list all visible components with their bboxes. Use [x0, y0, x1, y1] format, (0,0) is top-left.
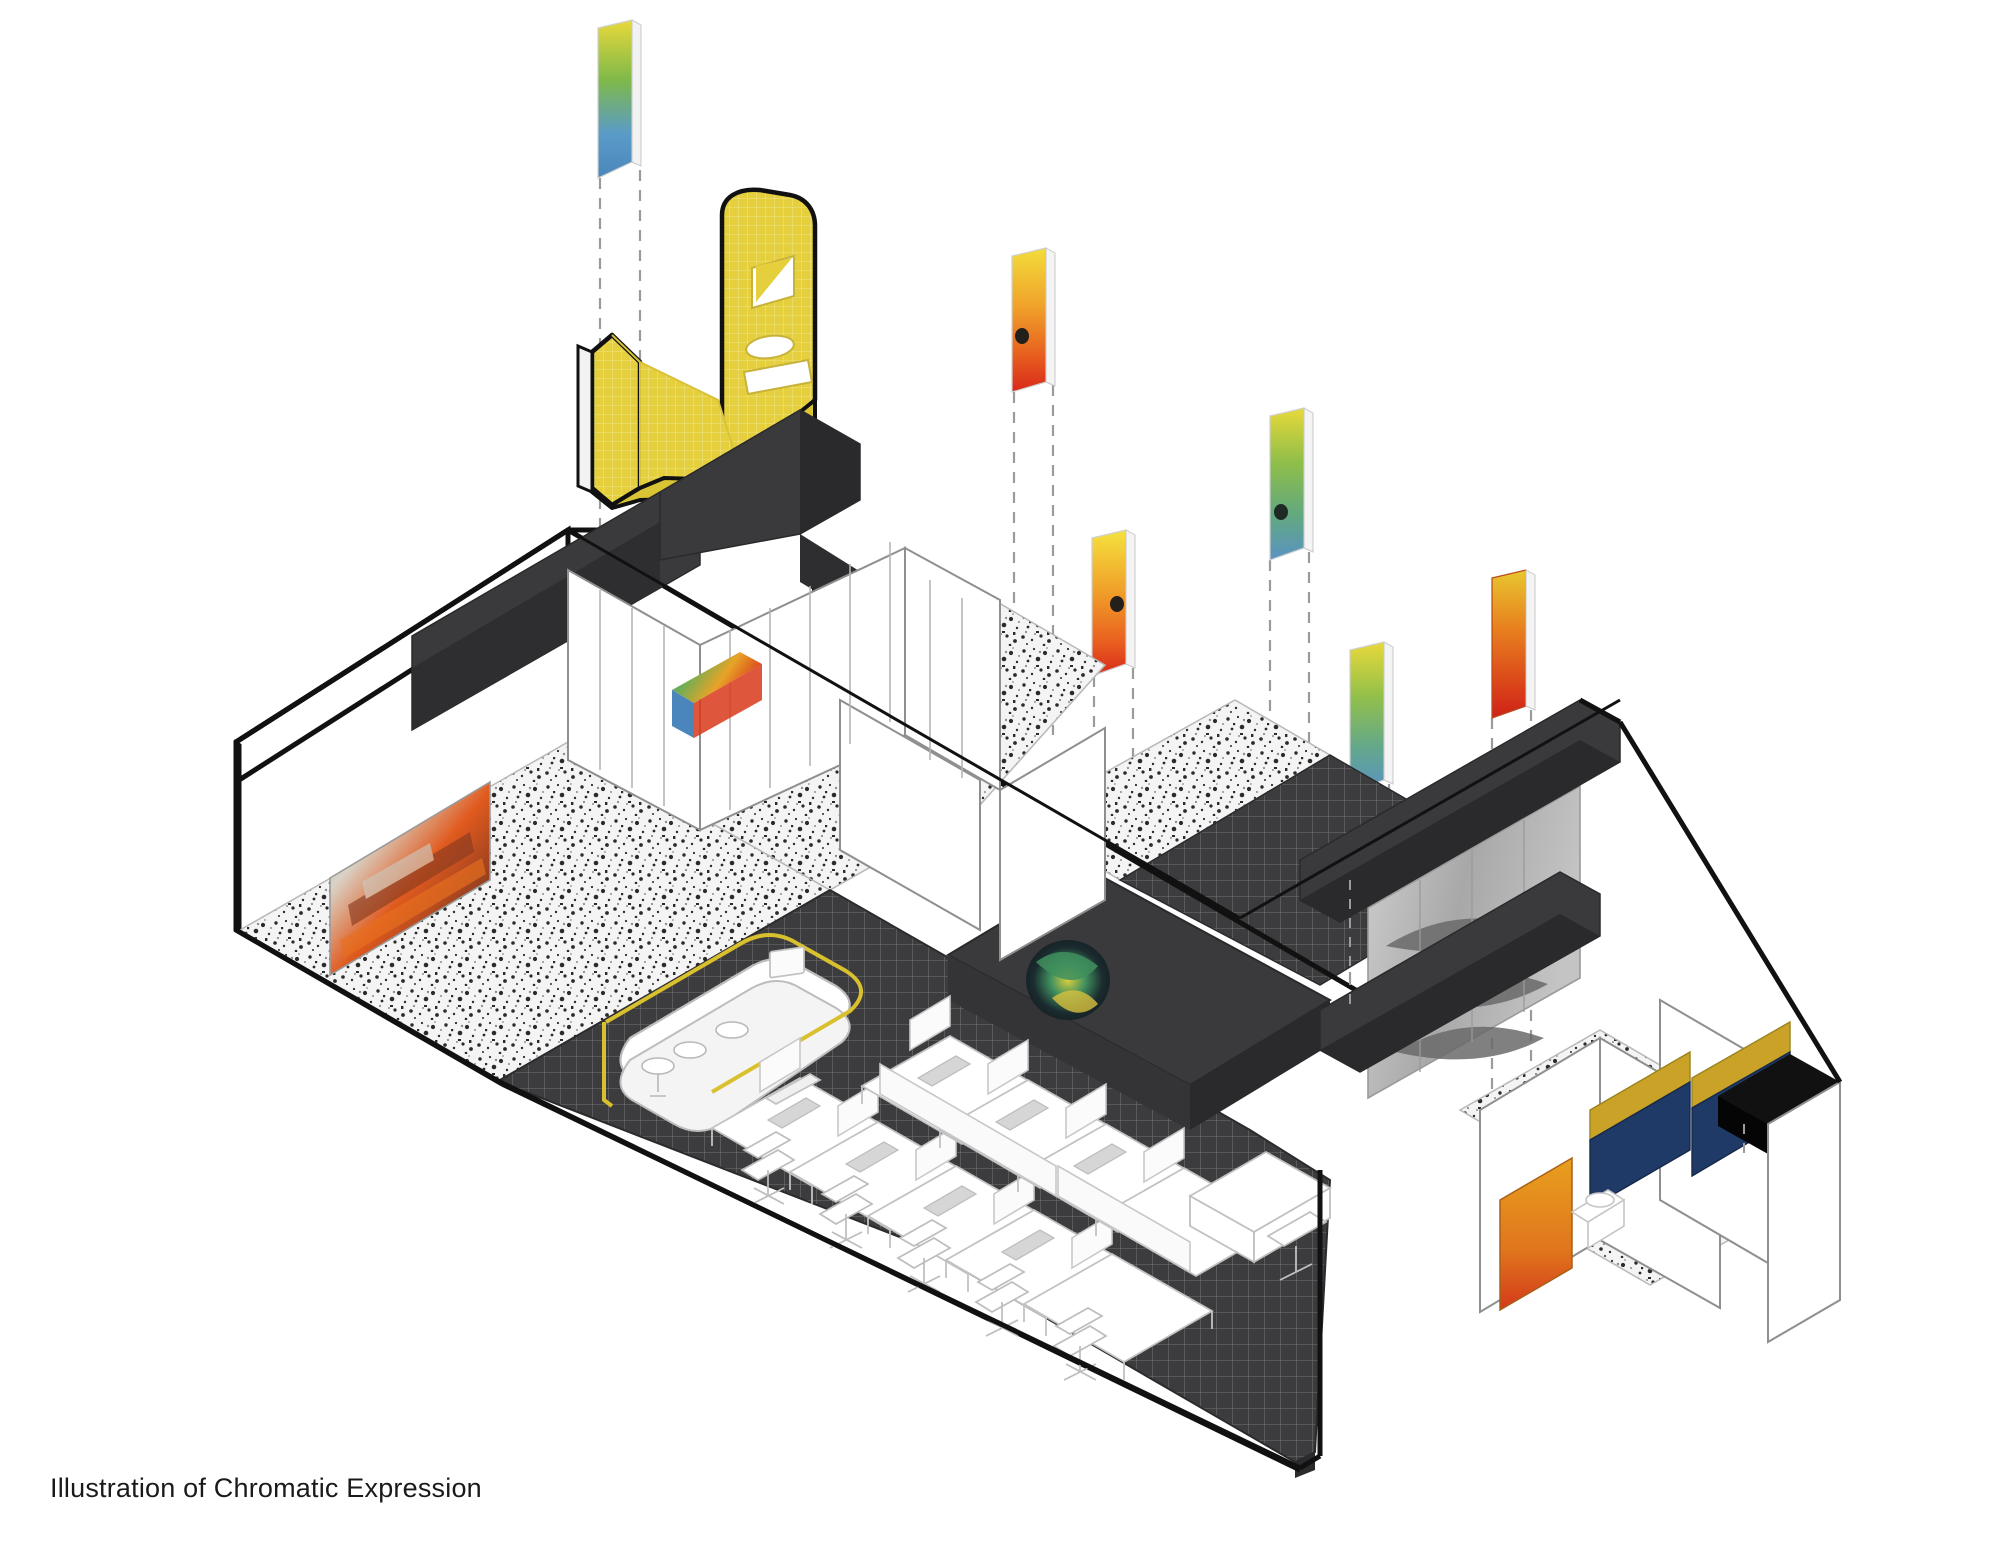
roof-cap-block: [1718, 1054, 1840, 1124]
figure-caption: Illustration of Chromatic Expression: [50, 1473, 482, 1503]
meeting-room-wall-front: [948, 955, 1190, 1130]
gradient-panel-yellow-blue[interactable]: [597, 19, 642, 179]
restroom-fixtures: [1570, 1189, 1626, 1250]
door-handle-icon: [1274, 504, 1288, 520]
gradient-panel-rainbow-2[interactable]: [1349, 641, 1394, 793]
meeting-room-wall-side: [1190, 1000, 1330, 1130]
interior-partitions: [567, 546, 1106, 962]
artwork-gradient-block: [672, 652, 762, 738]
column-east: [1767, 1080, 1841, 1344]
interior-guide-lines: [1349, 880, 1745, 1160]
gradient-panel-yellow-red[interactable]: [1011, 247, 1056, 393]
logo-cutout-oval: [745, 334, 795, 360]
gradient-panel-yellow-red-2[interactable]: [1091, 529, 1136, 677]
bar-stools: [641, 1021, 749, 1097]
pantry-furniture: [1188, 1150, 1332, 1281]
gradient-panel-orange-red[interactable]: [1491, 569, 1536, 719]
door-handle-icon: [1110, 596, 1124, 612]
counter-yellow-trim: [604, 933, 863, 1094]
door-handle-icon: [1015, 328, 1029, 344]
building-floor-plan: [233, 409, 1843, 1478]
gradient-panel-rainbow[interactable]: [1269, 407, 1314, 561]
artwork-orange-red-panel: [1499, 1156, 1573, 1312]
logo-cutout-bar: [742, 358, 814, 396]
